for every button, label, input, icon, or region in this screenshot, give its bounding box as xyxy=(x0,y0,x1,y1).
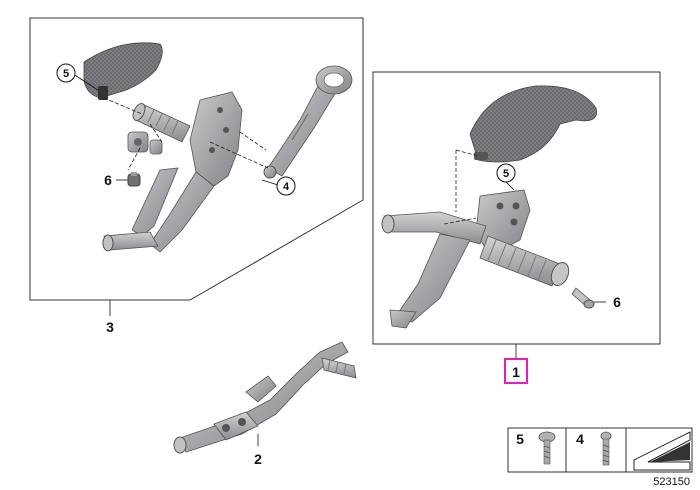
callout-2[interactable]: 2 xyxy=(254,434,262,467)
diagram-reference-number: 523150 xyxy=(653,476,690,488)
screw-6-left xyxy=(127,172,141,187)
heel-guard-right xyxy=(469,85,597,163)
callout-3-label: 3 xyxy=(106,319,114,335)
screw-5-icon xyxy=(538,431,556,465)
callout-1-label: 1 xyxy=(512,364,520,380)
callout-6-right-label: 6 xyxy=(613,294,621,310)
heel-guard-left xyxy=(83,42,163,100)
callout-6-right[interactable]: 6 xyxy=(594,294,621,310)
footpeg-right xyxy=(479,235,570,287)
callout-5-right[interactable]: 5 xyxy=(496,163,516,191)
callout-6-left-label: 6 xyxy=(104,172,112,188)
assembly-3-frame xyxy=(29,17,364,301)
callout-5-left-label: 5 xyxy=(63,68,69,80)
legend-screw-5-label: 5 xyxy=(516,431,524,447)
lever-arm-left xyxy=(102,167,215,253)
bushing-left xyxy=(127,131,163,155)
hardware-legend: 5 4 xyxy=(507,427,693,473)
wedge-icon xyxy=(633,431,691,471)
screw-6-right xyxy=(571,287,595,309)
callout-5-right-label: 5 xyxy=(503,168,509,180)
callout-4[interactable]: 4 xyxy=(261,176,296,196)
callout-1[interactable]: 1 xyxy=(504,344,528,384)
callout-1-highlight xyxy=(504,358,528,384)
gear-shift-lever-2 xyxy=(173,341,357,454)
shift-linkage xyxy=(263,65,353,179)
callout-2-label: 2 xyxy=(254,451,262,467)
brake-arm-right xyxy=(381,211,487,329)
callout-3[interactable]: 3 xyxy=(106,300,114,335)
assembly-1-frame xyxy=(372,71,661,345)
assembly-lines-left xyxy=(103,97,269,171)
footpeg-left xyxy=(132,103,191,143)
screw-4-icon xyxy=(600,431,612,466)
callout-5-left[interactable]: 5 xyxy=(56,63,99,91)
callout-4-label: 4 xyxy=(283,181,290,193)
footrest-bracket-left xyxy=(189,91,243,187)
callout-6-left[interactable]: 6 xyxy=(104,172,128,188)
legend-screw-4-label: 4 xyxy=(576,431,584,447)
assembly-lines-right xyxy=(443,149,479,225)
